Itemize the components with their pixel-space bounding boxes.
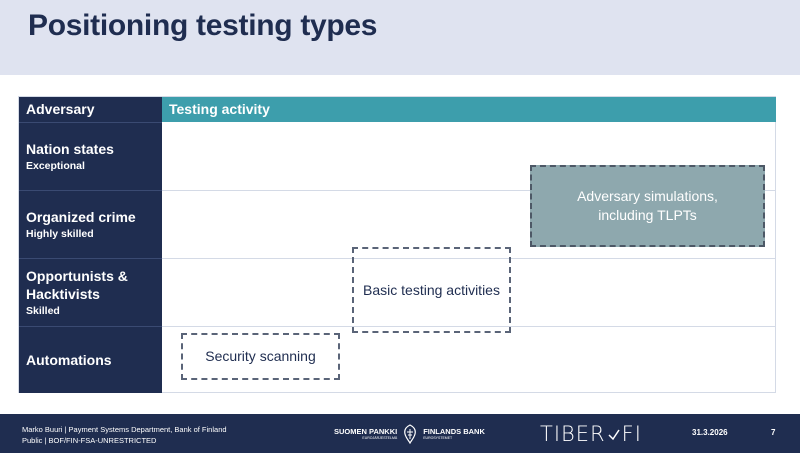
checkmark-icon (608, 429, 620, 441)
presenter-text: Marko Buuri | Payment Systems Department… (22, 425, 227, 434)
footer-date: 31.3.2026 (692, 428, 728, 437)
header-adversary: Adversary (19, 97, 162, 122)
tiber-fi-logo: TIBER FI (540, 422, 642, 446)
bank-name-sv: FINLANDS BANK (423, 427, 485, 436)
bank-name-fi: SUOMEN PANKKI (334, 427, 398, 436)
basic-testing-label: Basic testing activities (363, 281, 500, 298)
fi-text: FI (621, 422, 642, 446)
row-label-main: Automations (26, 352, 112, 368)
row-label-organized-crime: Organized crime Highly skilled (19, 190, 162, 258)
positioning-table: Adversary Testing activity Nation states… (18, 96, 776, 393)
row-label-main: Opportunists & (26, 267, 128, 284)
header-testing-activity: Testing activity (162, 97, 776, 122)
row-divider (162, 190, 776, 191)
footer-left: Marko Buuri | Payment Systems Department… (22, 424, 227, 446)
slide-title: Positioning testing types (28, 9, 378, 42)
bank-of-finland-logo: SUOMEN PANKKI EUROJÄRJESTELMÄ FINLANDS B… (334, 424, 485, 444)
security-scanning-box: Security scanning (181, 333, 340, 380)
row-label-opportunists: Opportunists & Hacktivists Skilled (19, 258, 162, 326)
row-label-main: Nation states (26, 140, 114, 157)
bank-sub-sv: EUROSYSTEMET (423, 436, 453, 440)
classification-text: Public | BOF/FIN-FSA-UNRESTRICTED (22, 436, 157, 445)
basic-testing-box: Basic testing activities (352, 247, 511, 333)
page-number: 7 (771, 428, 776, 437)
adversary-simulations-box: Adversary simulations, including TLPTs (530, 165, 765, 247)
row-label-sub: Skilled (26, 304, 60, 317)
simulations-line-2: including TLPTs (598, 207, 697, 223)
row-divider (162, 258, 776, 259)
simulations-line-1: Adversary simulations, (577, 188, 718, 204)
row-label-nation-states: Nation states Exceptional (19, 122, 162, 190)
row-label-sub: Exceptional (26, 159, 85, 172)
row-divider (162, 326, 776, 327)
row-label-sub: Highly skilled (26, 227, 94, 240)
lion-emblem-icon (404, 424, 417, 444)
row-label-main-2: Hacktivists (26, 285, 100, 302)
security-scanning-label: Security scanning (205, 348, 316, 364)
row-label-main: Organized crime (26, 208, 136, 225)
bank-sub-fi: EUROJÄRJESTELMÄ (362, 436, 398, 440)
row-label-automations: Automations (19, 326, 162, 393)
tiber-text: TIBER (540, 422, 606, 446)
footer: Marko Buuri | Payment Systems Department… (0, 414, 800, 453)
title-band: Positioning testing types (0, 0, 800, 75)
